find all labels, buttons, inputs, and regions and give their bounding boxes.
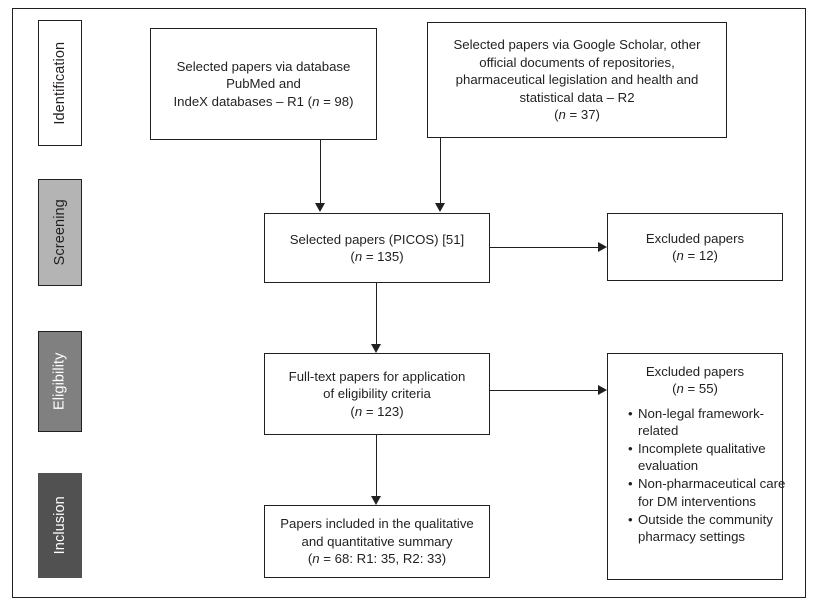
excluded-reason-item: Incomplete qualitative evaluation [628, 440, 788, 474]
box-fulltext: Full-text papers for application of elig… [264, 353, 490, 435]
box-source-r1-line-3: IndeX databases – R1 (n = 98) [173, 93, 354, 109]
box-included-line-1: Papers included in the qualitative [280, 516, 474, 532]
connector-picos-to-fulltext-arrow [371, 344, 381, 353]
stage-label-eligibility-text: Eligibility [51, 352, 68, 411]
box-excluded-eligibility: Excluded papers (n = 55) Non-legal frame… [607, 353, 785, 580]
stage-label-identification: Identification [38, 20, 82, 146]
box-excluded-eligibility-line-1: Excluded papers [645, 364, 745, 379]
box-source-r2-line-5: (n = 37) [554, 107, 600, 123]
stage-label-eligibility: Eligibility [38, 331, 82, 432]
connector-fulltext-to-included-arrow [371, 496, 381, 505]
stage-label-screening-text: Screening [51, 199, 68, 266]
box-source-r2-line-2: official documents of repositories, [479, 54, 675, 70]
box-included-line-2: and quantitative summary [301, 533, 453, 549]
stage-label-screening: Screening [38, 179, 82, 286]
connector-r1-to-picos-arrow [315, 203, 325, 212]
box-included: Papers included in the qualitative and q… [264, 505, 490, 578]
box-source-r2: Selected papers via Google Scholar, othe… [427, 22, 727, 138]
box-fulltext-line-1: Full-text papers for application [288, 368, 466, 384]
connector-picos-to-excluded-line [490, 247, 598, 248]
box-source-r1-line-2: PubMed and [226, 76, 301, 92]
stage-label-inclusion: Inclusion [38, 473, 82, 578]
box-excluded-screening-line-1: Excluded papers [645, 230, 745, 246]
box-picos-line-2: (n = 135) [350, 249, 404, 264]
box-included-line-3: (n = 68: R1: 35, R2: 33) [307, 551, 447, 567]
connector-fulltext-to-included-line [376, 435, 377, 496]
connector-fulltext-to-excluded-line [490, 390, 598, 391]
connector-r1-to-picos-line [320, 140, 321, 203]
box-excluded-eligibility-line-2: (n = 55) [672, 381, 718, 397]
box-source-r2-line-1: Selected papers via Google Scholar, othe… [453, 37, 701, 53]
box-source-r1: Selected papers via database PubMed and … [150, 28, 377, 140]
connector-fulltext-to-excluded-arrow [598, 384, 607, 395]
excluded-reason-item: Non-legal framework-related [628, 405, 788, 439]
box-picos-line-1: Selected papers (PICOS) [51] [289, 231, 465, 247]
diagram-frame [12, 8, 806, 598]
box-excluded-screening: Excluded papers (n = 12) [607, 213, 783, 281]
connector-r2-to-picos-arrow [435, 203, 445, 212]
connector-picos-to-fulltext-line [376, 283, 377, 344]
box-source-r1-line-1: Selected papers via database [176, 58, 351, 74]
box-excluded-screening-line-2: (n = 12) [672, 248, 718, 263]
box-fulltext-line-2: of eligibility criteria [323, 386, 431, 402]
box-source-r2-line-3: pharmaceutical legislation and health an… [455, 72, 699, 88]
connector-r2-to-picos-line [440, 138, 441, 203]
box-source-r2-line-4: statistical data – R2 [519, 89, 635, 105]
connector-picos-to-excluded-arrow [598, 241, 607, 252]
excluded-reasons-list: Non-legal framework-related Incomplete q… [615, 405, 788, 546]
box-fulltext-line-3: (n = 123) [350, 403, 404, 419]
stage-label-identification-text: Identification [51, 41, 68, 125]
excluded-reason-item: Outside the community pharmacy settings [628, 511, 788, 545]
stage-label-inclusion-text: Inclusion [51, 496, 68, 555]
excluded-reason-item: Non-pharmaceutical care for DM intervent… [628, 475, 788, 509]
box-picos: Selected papers (PICOS) [51] (n = 135) [264, 213, 490, 283]
